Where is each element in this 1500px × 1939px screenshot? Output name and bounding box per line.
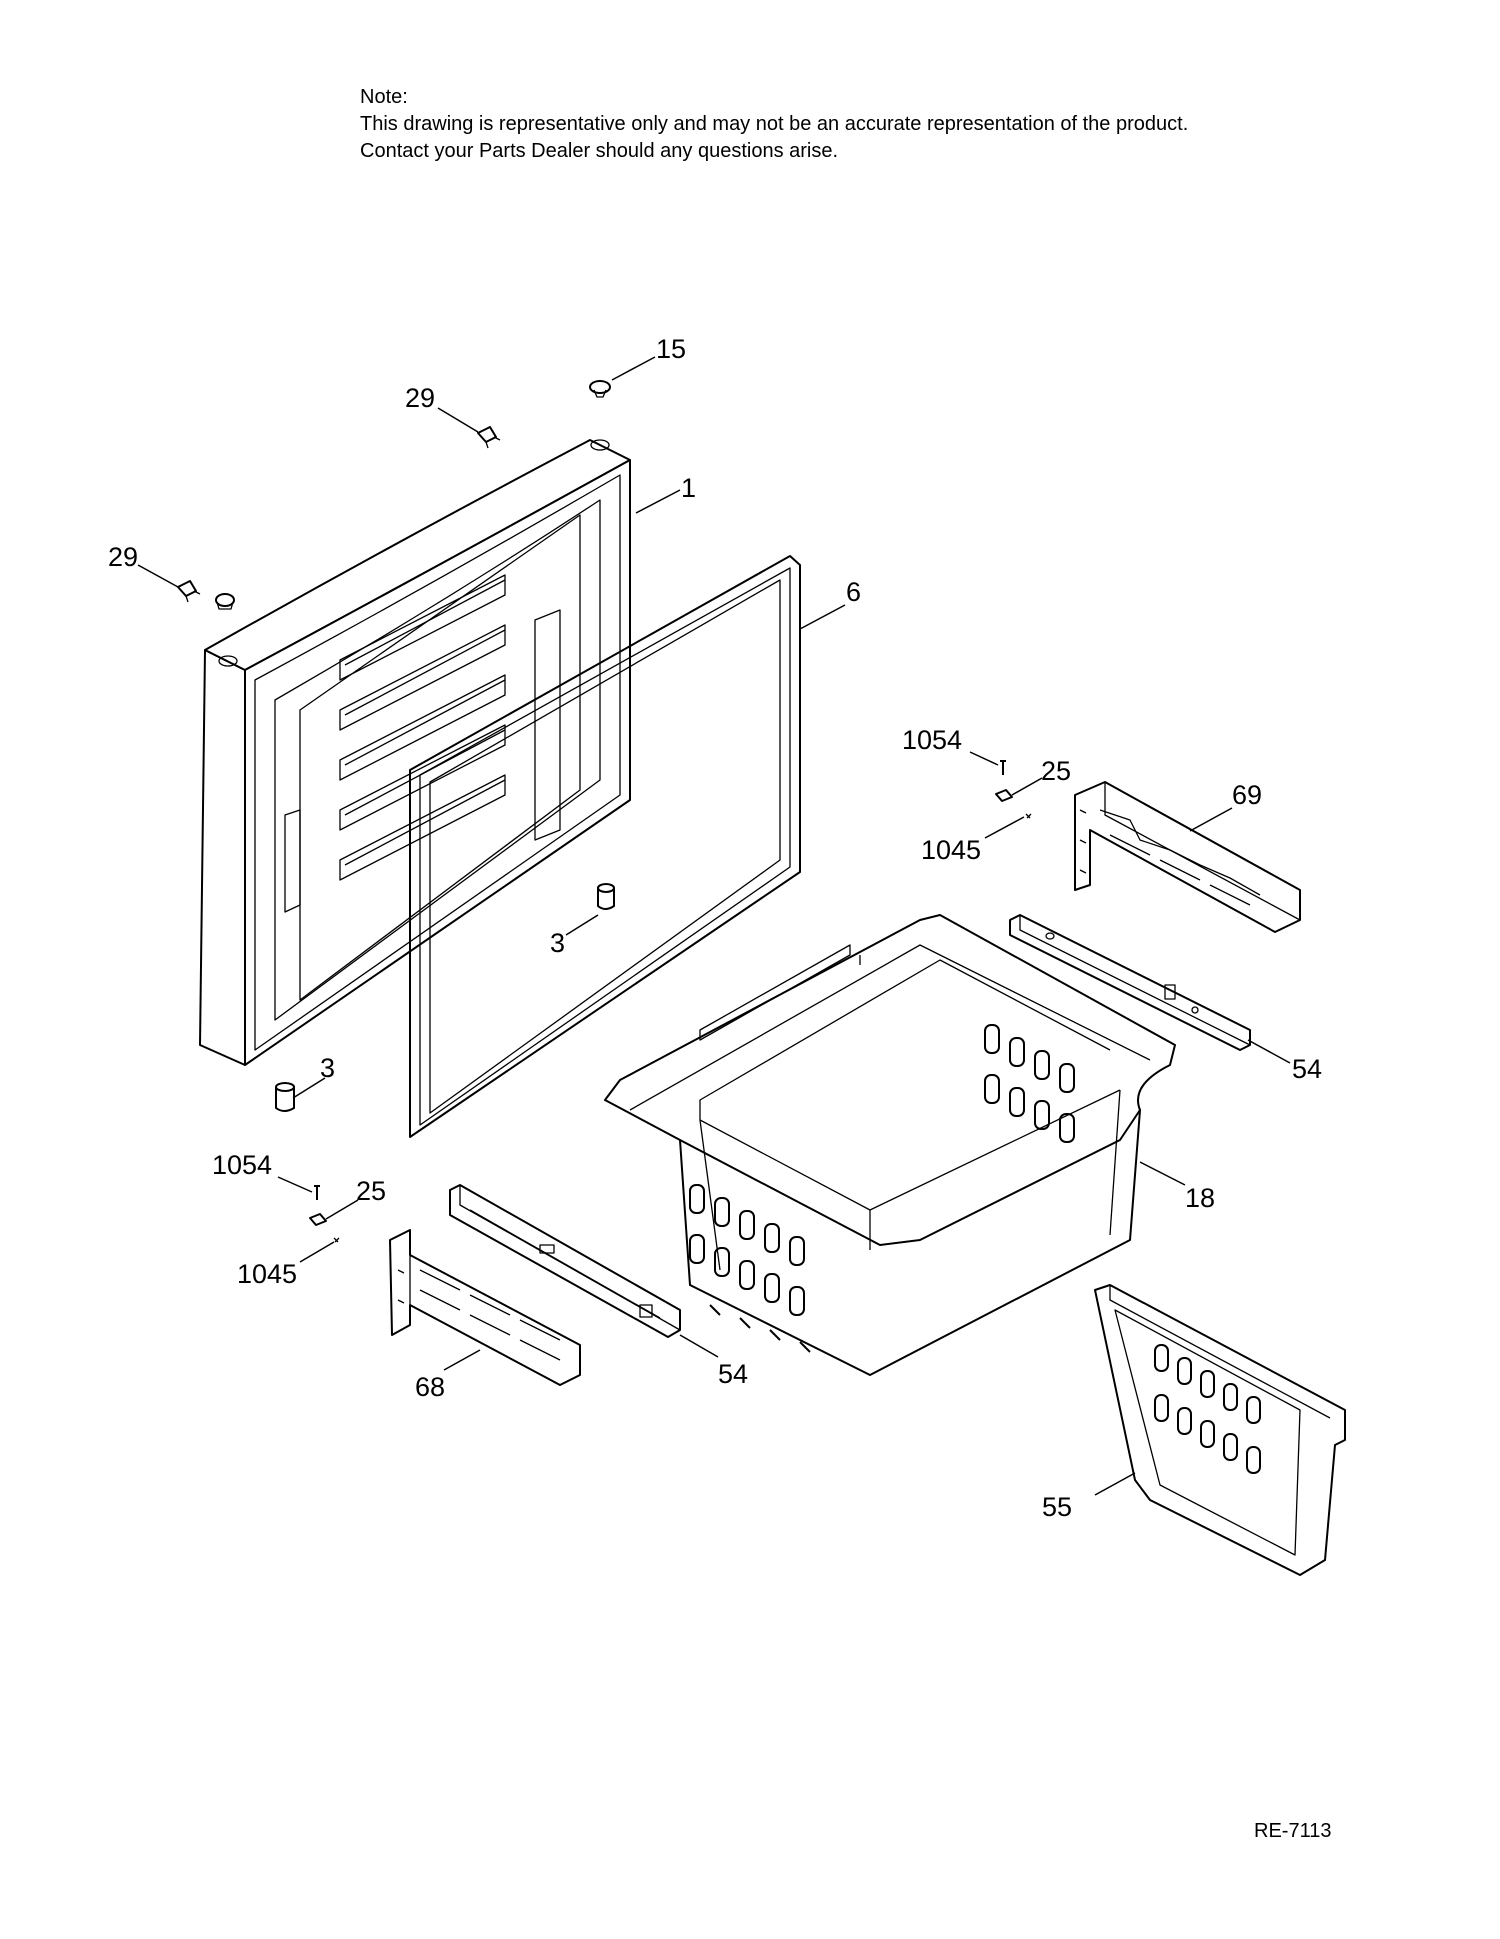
part-hinge-29-top bbox=[477, 426, 501, 449]
part-plug-15 bbox=[589, 380, 611, 398]
callout-15: 15 bbox=[656, 334, 686, 364]
note-line-1: This drawing is representative only and … bbox=[360, 113, 1189, 135]
part-bracket-69 bbox=[1074, 781, 1301, 933]
callout-6: 6 bbox=[846, 577, 861, 607]
part-bracket-68 bbox=[389, 1229, 581, 1386]
callout-3-lower: 3 bbox=[320, 1053, 335, 1083]
part-gasket bbox=[409, 555, 801, 1138]
part-screw-1054-left bbox=[314, 1185, 320, 1200]
callout-29-left: 29 bbox=[108, 542, 138, 572]
note-line-2: Contact your Parts Dealer should any que… bbox=[360, 140, 839, 162]
reference-code: RE-7113 bbox=[1254, 1820, 1332, 1842]
part-clip-25-right bbox=[995, 789, 1013, 802]
part-screw-1045-right bbox=[1025, 813, 1032, 819]
callout-54-left: 54 bbox=[718, 1359, 748, 1389]
callout-18: 18 bbox=[1185, 1183, 1215, 1213]
part-clip-25-left bbox=[309, 1213, 327, 1226]
part-bumper-3-upper bbox=[597, 883, 615, 910]
part-slide-54-left bbox=[449, 1184, 681, 1338]
callout-55: 55 bbox=[1042, 1492, 1072, 1522]
drawing-note: Note: This drawing is representative onl… bbox=[360, 84, 1188, 165]
callout-69: 69 bbox=[1232, 780, 1262, 810]
callout-25-right: 25 bbox=[1041, 756, 1071, 786]
callout-1045-right: 1045 bbox=[921, 835, 981, 865]
callout-1: 1 bbox=[681, 473, 696, 503]
part-hinge-29-left bbox=[177, 580, 235, 610]
callout-68: 68 bbox=[415, 1372, 445, 1402]
callout-labels: 15 29 29 1 6 3 3 1054 25 1045 69 54 18 1… bbox=[108, 334, 1322, 1522]
part-door bbox=[199, 439, 631, 1066]
part-bumper-3-lower bbox=[275, 1082, 295, 1112]
part-screw-1045-left bbox=[333, 1237, 340, 1243]
callout-29-top: 29 bbox=[405, 383, 435, 413]
part-divider-55 bbox=[1094, 1284, 1346, 1576]
callout-25-left: 25 bbox=[356, 1176, 386, 1206]
callout-1045-left: 1045 bbox=[237, 1259, 297, 1289]
part-slide-54-right bbox=[1009, 914, 1251, 1051]
note-heading: Note: bbox=[360, 86, 408, 108]
part-screw-1054-right bbox=[1000, 760, 1006, 775]
callout-1054-right: 1054 bbox=[902, 725, 962, 755]
part-basket-18 bbox=[604, 914, 1176, 1376]
callout-3-upper: 3 bbox=[550, 928, 565, 958]
callout-1054-left: 1054 bbox=[212, 1150, 272, 1180]
leader-lines bbox=[137, 356, 1291, 1496]
callout-54-right: 54 bbox=[1292, 1054, 1322, 1084]
